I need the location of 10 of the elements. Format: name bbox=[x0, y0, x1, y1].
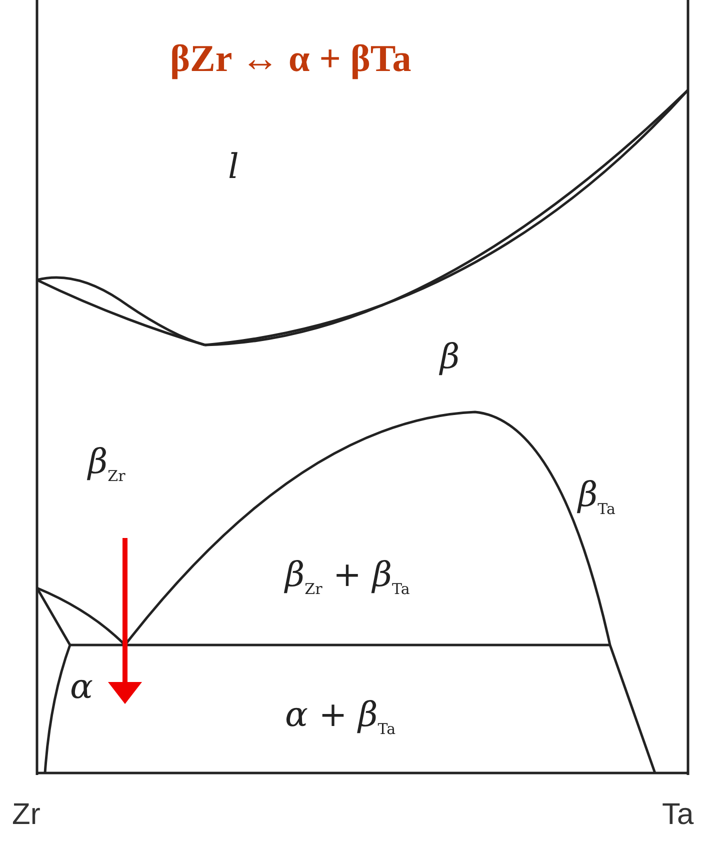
phase-label: α bbox=[70, 670, 93, 704]
liquid-label: l bbox=[228, 150, 239, 184]
phase-label: β bbox=[440, 340, 460, 374]
phase-label: β$_{Zr}$ + β$_{Ta}$ bbox=[285, 558, 410, 597]
axis-label: Zr bbox=[12, 800, 40, 830]
diagram-title: βZr ↔ α + βTa bbox=[170, 40, 412, 78]
phase-label: β$_{Ta}$ bbox=[578, 478, 616, 517]
phase-label: α + β$_{Ta}$ bbox=[285, 698, 396, 737]
phase-label: β$_{Zr}$ bbox=[88, 445, 126, 484]
axis-label: Ta bbox=[662, 800, 694, 830]
